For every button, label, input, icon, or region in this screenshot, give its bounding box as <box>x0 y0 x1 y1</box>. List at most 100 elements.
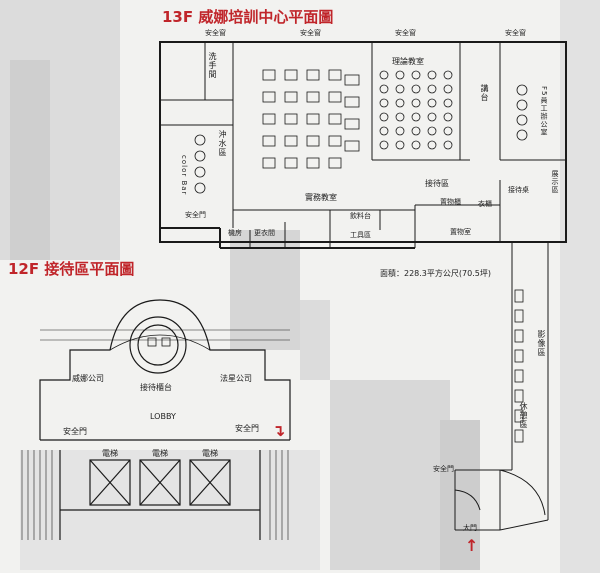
practice-station <box>344 118 360 130</box>
storage-room-label: 置物室 <box>450 228 471 236</box>
entrance-arrow-icon: ↑ <box>465 536 479 555</box>
practice-station <box>328 69 342 81</box>
practice-station <box>328 113 342 125</box>
elevator-label: 電梯 <box>102 449 118 458</box>
changing-room-label: 更衣間 <box>254 229 275 237</box>
display-shelf <box>514 329 524 343</box>
podium-label: 講台 <box>480 84 489 102</box>
practice-station <box>284 157 298 169</box>
practice-station <box>262 69 276 81</box>
lobby-label: LOBBY <box>150 412 176 421</box>
floor12-walls <box>39 299 291 540</box>
display-shelf <box>514 309 524 323</box>
office-chair <box>516 114 528 126</box>
floor12-stairs <box>21 450 289 540</box>
practice-station <box>306 135 320 147</box>
safety-window-label: 安全窗 <box>205 29 226 37</box>
display-shelf <box>514 289 524 303</box>
practice-station <box>262 135 276 147</box>
theory-chair <box>411 126 421 136</box>
practice-room-label: 實務教室 <box>305 193 337 202</box>
theory-chair <box>379 70 389 80</box>
practice-station <box>328 157 342 169</box>
salon-chair <box>194 166 206 178</box>
main-door-label: 大門 <box>463 524 477 532</box>
door-arrow-icon: ↴ <box>272 421 286 440</box>
practice-station <box>262 113 276 125</box>
theory-chair <box>427 112 437 122</box>
practice-station <box>284 113 298 125</box>
display-shelf <box>514 369 524 383</box>
wella-label: 威娜公司 <box>72 374 104 383</box>
loreal-label: 法星公司 <box>220 374 252 383</box>
theory-chair <box>395 70 405 80</box>
practice-station <box>306 69 320 81</box>
practice-station <box>306 157 320 169</box>
tool-area-label: 工具區 <box>350 231 371 239</box>
theory-chair <box>379 126 389 136</box>
theory-chair <box>427 98 437 108</box>
area-label: 面積：228.3平方公尺(70.5坪) <box>380 269 491 278</box>
reception-seat <box>147 337 157 347</box>
practice-station <box>344 140 360 152</box>
salon-chair <box>194 134 206 146</box>
display-shelf <box>514 349 524 363</box>
hand-wash-label: 洗手間 <box>208 52 217 79</box>
safety-window-label: 安全窗 <box>505 29 526 37</box>
office-chair <box>516 129 528 141</box>
display-shelf <box>514 409 524 423</box>
display-area-label: 展示區 <box>551 170 559 194</box>
video-area-label: 影像區 <box>537 330 546 357</box>
theory-chair <box>379 84 389 94</box>
theory-chair <box>443 98 453 108</box>
theory-chair <box>395 126 405 136</box>
floor13-title: 13F 威娜培訓中心平面圖 <box>162 8 334 26</box>
theory-chair <box>395 112 405 122</box>
practice-station <box>328 91 342 103</box>
display-shelf <box>514 429 524 443</box>
theory-chair <box>395 98 405 108</box>
reception-label: 接待區 <box>425 179 449 188</box>
practice-station <box>262 91 276 103</box>
drinks-label: 飲料台 <box>350 212 371 220</box>
theory-chair <box>443 112 453 122</box>
floor13-walls <box>159 41 567 531</box>
reception-desk-label: 接待桌 <box>508 186 529 194</box>
display-shelf <box>514 389 524 403</box>
floor12-title: 12F 接待區平面圖 <box>8 260 135 278</box>
practice-room-seats <box>147 69 528 443</box>
safety-door-right-label: 安全門 <box>235 424 259 433</box>
theory-chair <box>427 140 437 150</box>
elevator-label: 電梯 <box>152 449 168 458</box>
theory-chair <box>379 140 389 150</box>
color-bar-label: color Bar <box>180 155 188 196</box>
theory-chair <box>411 70 421 80</box>
safety-door-label: 安全門 <box>185 211 206 219</box>
practice-station <box>344 74 360 86</box>
theory-chair <box>411 140 421 150</box>
theory-room-label: 理論教室 <box>392 57 424 66</box>
salon-chair <box>194 150 206 162</box>
practice-station <box>284 91 298 103</box>
office-label: F5員工辦公室 <box>540 86 548 137</box>
practice-station <box>344 96 360 108</box>
theory-chair <box>411 112 421 122</box>
theory-chair <box>411 84 421 94</box>
theory-chair <box>395 84 405 94</box>
theory-chair <box>427 70 437 80</box>
reception-counter-label: 接待櫃台 <box>140 383 172 392</box>
theory-chair <box>443 84 453 94</box>
machine-room-label: 機房 <box>228 229 242 237</box>
storage-cabinet-label: 置物櫃 <box>440 198 461 206</box>
theory-chair <box>443 70 453 80</box>
rest-area-label: 休憩區 <box>519 402 528 429</box>
safety-window-label: 安全窗 <box>300 29 321 37</box>
theory-chair <box>443 140 453 150</box>
theory-chair <box>395 140 405 150</box>
theory-chair <box>443 126 453 136</box>
practice-station <box>328 135 342 147</box>
office-chair <box>516 99 528 111</box>
theory-chair <box>411 98 421 108</box>
safety-window-label: 安全窗 <box>395 29 416 37</box>
